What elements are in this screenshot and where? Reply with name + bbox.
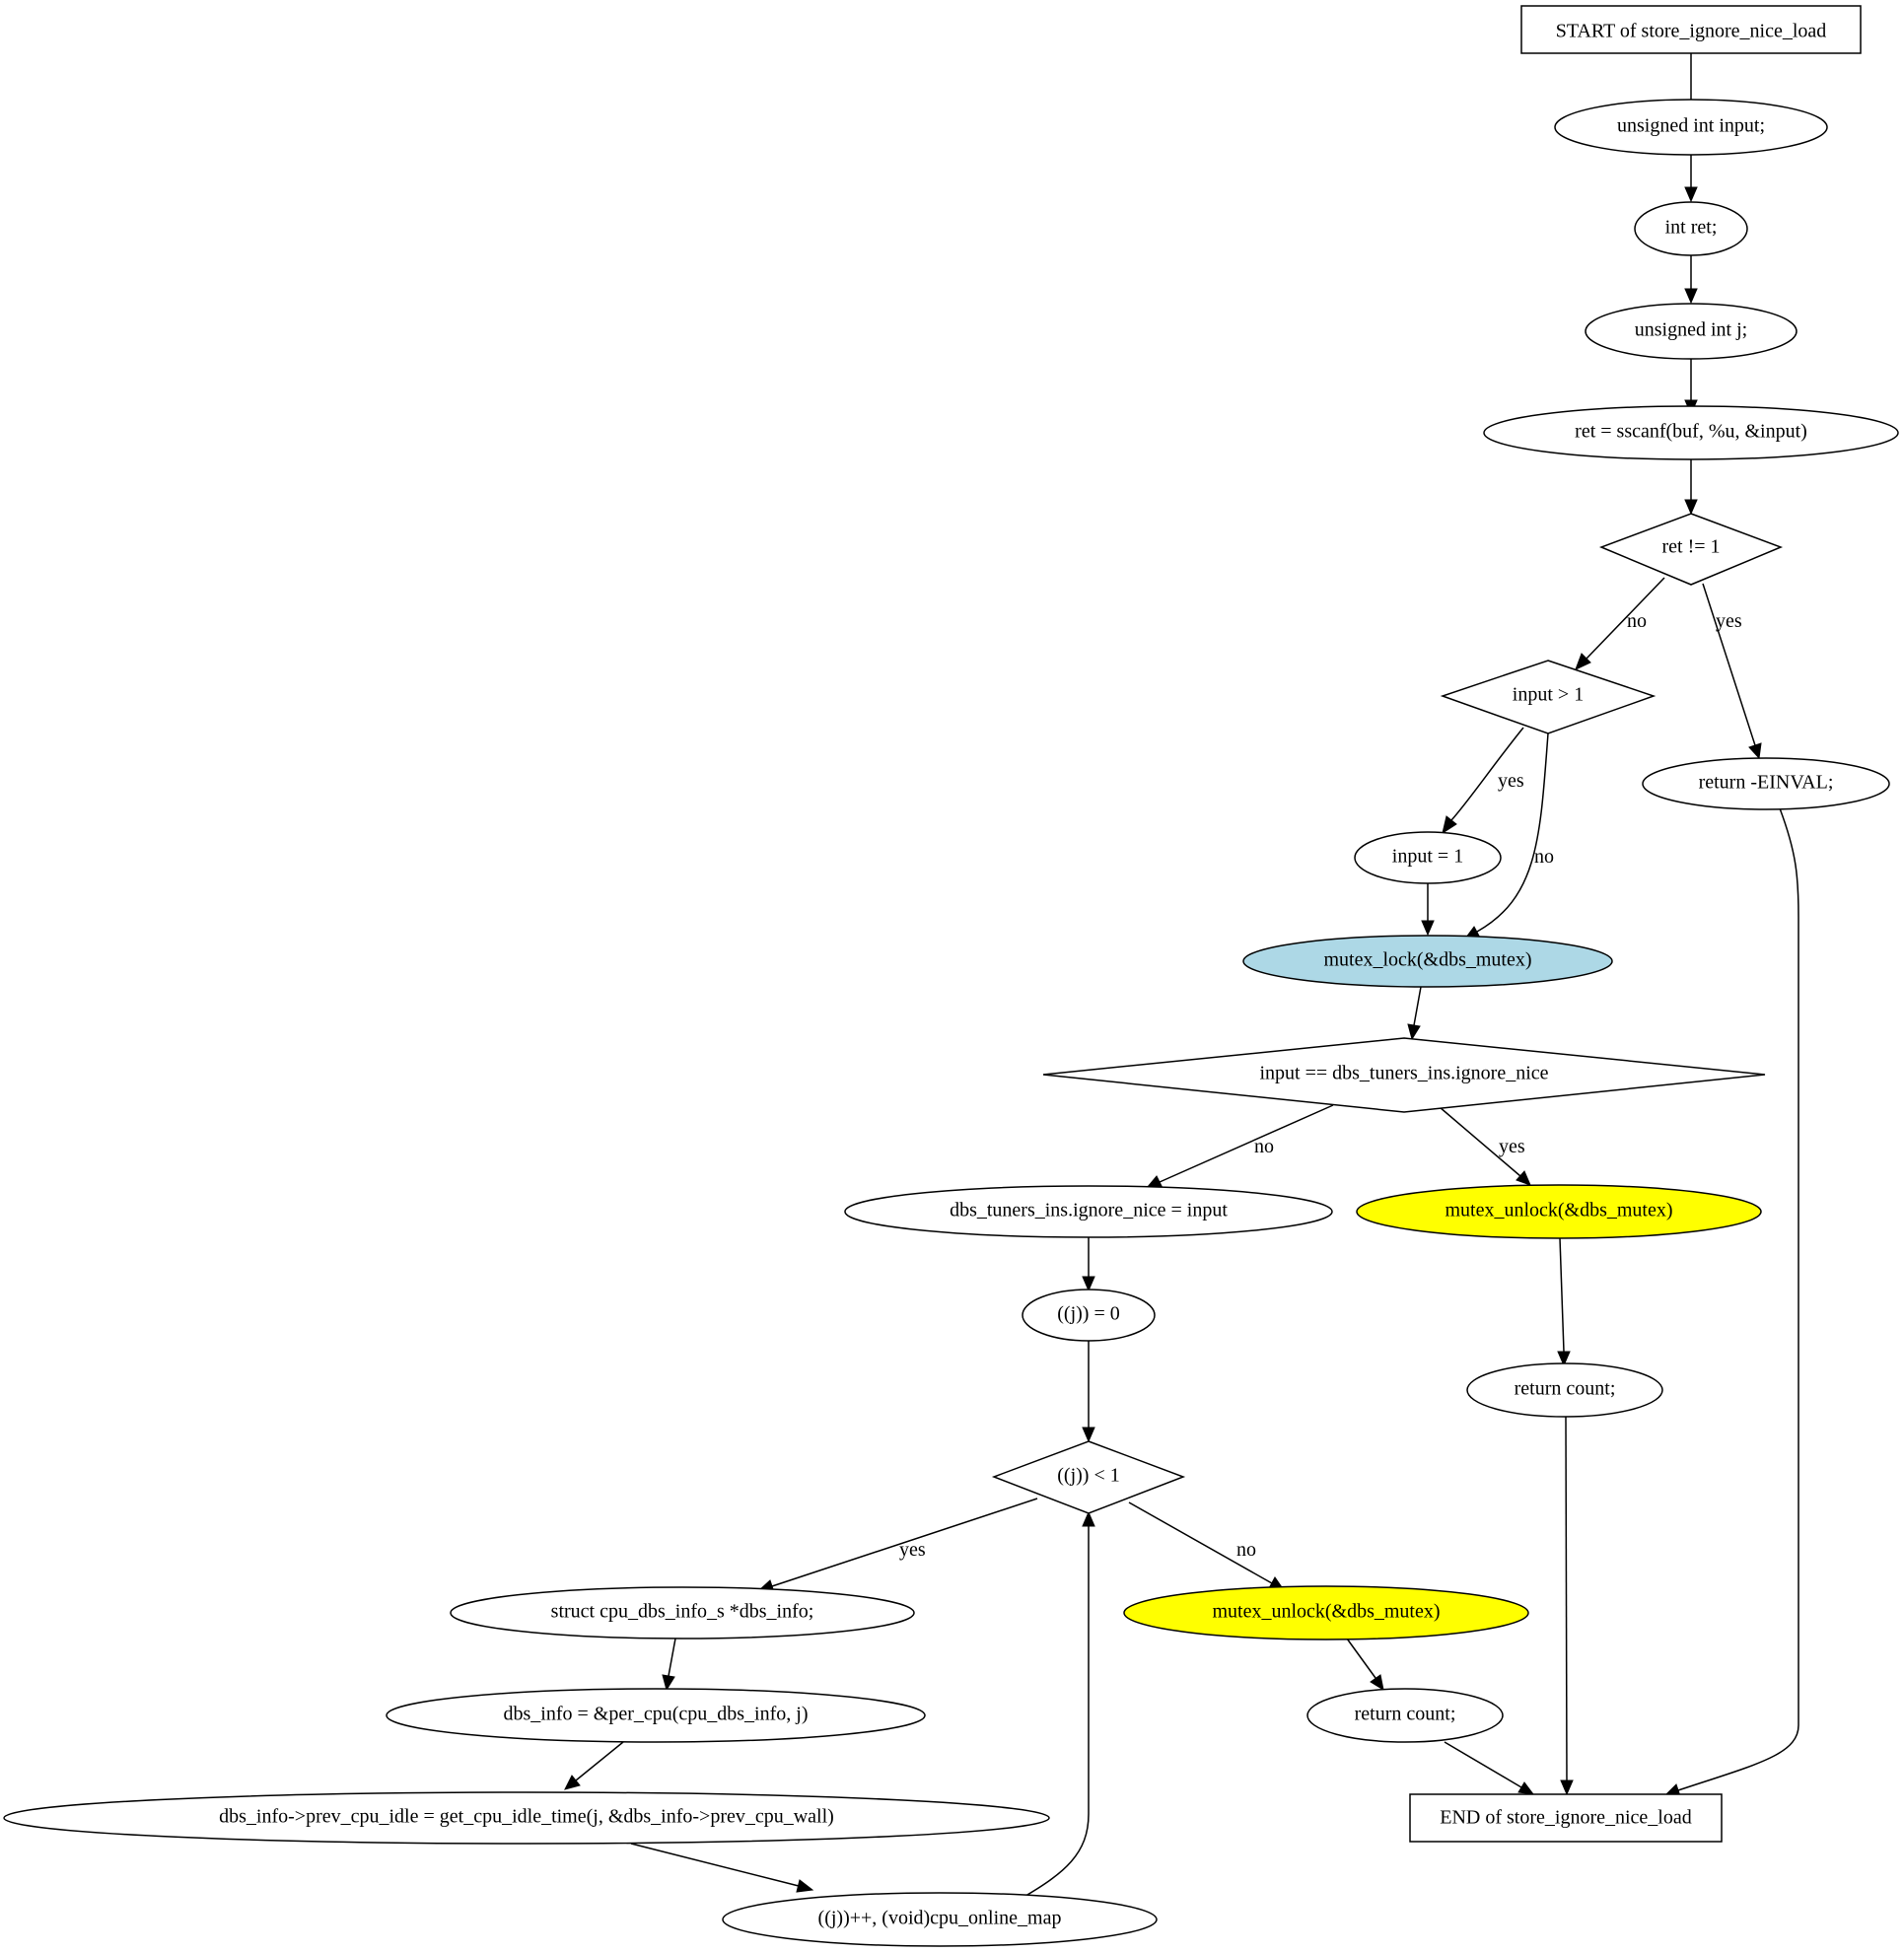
- svg-text:return count;: return count;: [1355, 1704, 1456, 1725]
- increment-node: ((j))++, (void)cpu_online_map: [722, 1892, 1158, 1947]
- edge-label-ret-yes: yes: [1716, 610, 1742, 632]
- svg-text:mutex_unlock(&dbs_mutex): mutex_unlock(&dbs_mutex): [1212, 1601, 1440, 1623]
- svg-text:unsigned int j;: unsigned int j;: [1635, 319, 1747, 341]
- arrowhead: [1575, 653, 1591, 670]
- cond-ret-decision: ret != 1: [1598, 513, 1784, 586]
- svg-text:ret = sscanf(buf, %u, &input): ret = sscanf(buf, %u, &input): [1575, 421, 1807, 443]
- arrowhead: [1517, 1781, 1535, 1795]
- edge-cond-loop-no: [1128, 1501, 1273, 1584]
- svg-text:END of store_ignore_nice_load: END of store_ignore_nice_load: [1440, 1807, 1691, 1829]
- svg-text:return count;: return count;: [1515, 1378, 1616, 1400]
- edge-cond-input-no: [1476, 732, 1549, 933]
- cond-equal-decision: input == dbs_tuners_ins.ignore_nice: [1042, 1037, 1766, 1113]
- svg-text:mutex_unlock(&dbs_mutex): mutex_unlock(&dbs_mutex): [1445, 1200, 1672, 1221]
- edge-cond-loop-yes: [771, 1498, 1038, 1587]
- arrowhead: [1684, 186, 1698, 203]
- edge-cond-equal-no: [1159, 1104, 1334, 1183]
- edge-einval-to-end: [1677, 807, 1799, 1791]
- edge-unlock2-to-return2: [1346, 1638, 1376, 1679]
- arrowhead: [1370, 1674, 1384, 1692]
- svg-text:input = 1: input = 1: [1392, 846, 1463, 868]
- init-j-node: ((j)) = 0: [1022, 1289, 1156, 1342]
- decl-ret-node: int ret;: [1634, 201, 1748, 256]
- decl-input-node: unsigned int input;: [1554, 99, 1828, 156]
- nodes: START of store_ignore_nice_load unsigned…: [3, 5, 1899, 1947]
- arrowhead: [1082, 1276, 1095, 1292]
- cond-input-decision: input > 1: [1440, 660, 1657, 734]
- arrowhead: [1442, 815, 1457, 835]
- edge-label-equal-no: no: [1254, 1136, 1274, 1157]
- svg-text:struct cpu_dbs_info_s *dbs_inf: struct cpu_dbs_info_s *dbs_info;: [551, 1601, 814, 1623]
- svg-text:dbs_info->prev_cpu_idle = get_: dbs_info->prev_cpu_idle = get_cpu_idle_t…: [219, 1806, 834, 1828]
- edge-label-loop-no: no: [1236, 1539, 1256, 1561]
- cond-loop-decision: ((j)) < 1: [991, 1440, 1186, 1514]
- unlock-1-node: mutex_unlock(&dbs_mutex): [1356, 1184, 1762, 1239]
- return-count-1-node: return count;: [1466, 1362, 1663, 1418]
- start-node: START of store_ignore_nice_load: [1520, 5, 1862, 54]
- edge-decl-to-assign-dbs-info: [668, 1638, 676, 1677]
- set-input-node: input = 1: [1354, 831, 1502, 884]
- arrowhead: [796, 1879, 814, 1893]
- arrowhead: [1684, 499, 1698, 516]
- svg-text:((j)) < 1: ((j)) < 1: [1057, 1465, 1119, 1487]
- edge-labels: no yes yes no no yes yes no: [899, 610, 1742, 1561]
- svg-text:input == dbs_tuners_ins.ignore: input == dbs_tuners_ins.ignore_nice: [1259, 1063, 1548, 1084]
- svg-text:ret != 1: ret != 1: [1661, 536, 1720, 558]
- arrowhead: [1082, 1510, 1095, 1527]
- arrowhead: [1684, 288, 1698, 305]
- edge-increment-to-cond-loop: [1020, 1526, 1090, 1900]
- edge-label-equal-yes: yes: [1499, 1136, 1525, 1157]
- svg-text:input > 1: input > 1: [1513, 684, 1584, 706]
- arrowhead: [1516, 1170, 1531, 1186]
- edge-assign-to-prev-idle: [575, 1741, 624, 1781]
- edge-return2-to-end: [1444, 1741, 1522, 1788]
- prev-idle-node: dbs_info->prev_cpu_idle = get_cpu_idle_t…: [3, 1791, 1050, 1845]
- edge-cond-ret-yes: [1702, 583, 1756, 746]
- svg-text:((j))++, (void)cpu_online_map: ((j))++, (void)cpu_online_map: [818, 1908, 1062, 1929]
- svg-text:START of store_ignore_nice_loa: START of store_ignore_nice_load: [1556, 21, 1827, 42]
- edge-cond-ret-no: [1586, 577, 1665, 660]
- edge-label-input-yes: yes: [1498, 770, 1524, 792]
- edge-label-input-no: no: [1534, 846, 1554, 868]
- arrowhead: [1407, 1023, 1421, 1041]
- svg-text:dbs_info = &per_cpu(cpu_dbs_in: dbs_info = &per_cpu(cpu_dbs_info, j): [503, 1704, 808, 1725]
- sscanf-node: ret = sscanf(buf, %u, &input): [1483, 405, 1899, 460]
- svg-text:mutex_lock(&dbs_mutex): mutex_lock(&dbs_mutex): [1323, 949, 1531, 971]
- edge-return1-to-end: [1565, 1416, 1568, 1781]
- decl-dbs-info-node: struct cpu_dbs_info_s *dbs_info;: [450, 1586, 915, 1639]
- arrowhead: [1421, 920, 1435, 937]
- arrowhead: [1560, 1779, 1574, 1796]
- assign-nice-node: dbs_tuners_ins.ignore_nice = input: [844, 1185, 1333, 1238]
- decl-j-node: unsigned int j;: [1585, 303, 1798, 360]
- return-count-2-node: return count;: [1306, 1688, 1504, 1743]
- edges: [564, 53, 1799, 1900]
- edge-cond-equal-yes: [1439, 1106, 1521, 1177]
- svg-text:dbs_tuners_ins.ignore_nice = i: dbs_tuners_ins.ignore_nice = input: [950, 1200, 1228, 1221]
- edge-label-loop-yes: yes: [899, 1539, 926, 1561]
- arrowhead: [1557, 1351, 1571, 1367]
- arrowhead: [1748, 742, 1762, 760]
- edge-unlock1-to-return1: [1559, 1237, 1565, 1353]
- end-node: END of store_ignore_nice_load: [1409, 1793, 1723, 1843]
- svg-text:unsigned int input;: unsigned int input;: [1617, 115, 1765, 137]
- edge-cond-input-yes: [1450, 727, 1524, 821]
- edge-lock-to-cond-equal: [1413, 986, 1422, 1026]
- svg-text:((j)) = 0: ((j)) = 0: [1057, 1303, 1119, 1325]
- assign-dbs-info-node: dbs_info = &per_cpu(cpu_dbs_info, j): [386, 1688, 926, 1743]
- arrowhead: [1082, 1427, 1095, 1443]
- edge-label-ret-no: no: [1627, 610, 1647, 632]
- mutex-lock-node: mutex_lock(&dbs_mutex): [1242, 935, 1613, 988]
- return-einval-node: return -EINVAL;: [1642, 757, 1890, 810]
- edge-prev-idle-to-increment: [630, 1843, 800, 1887]
- svg-text:int ret;: int ret;: [1665, 217, 1718, 239]
- unlock-2-node: mutex_unlock(&dbs_mutex): [1123, 1585, 1529, 1640]
- arrowhead: [662, 1674, 675, 1692]
- svg-text:return -EINVAL;: return -EINVAL;: [1699, 772, 1834, 794]
- arrowhead: [564, 1775, 581, 1790]
